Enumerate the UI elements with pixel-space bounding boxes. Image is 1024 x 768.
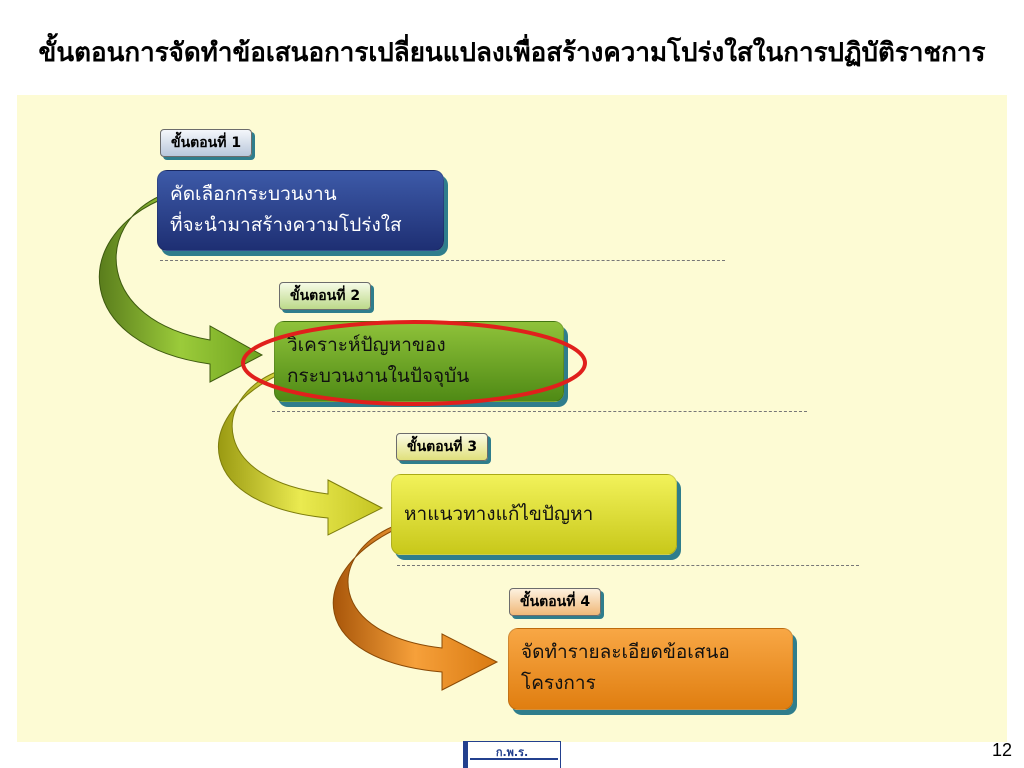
divider-3 (397, 565, 859, 566)
step-4-line-1: จัดทำรายละเอียดข้อเสนอ (521, 641, 730, 663)
logo-bar (464, 742, 468, 768)
arrow-step-3-to-4 (332, 525, 499, 691)
arrow-step-2-to-3 (218, 371, 384, 536)
step-1-line-1: คัดเลือกกระบวนงาน (170, 183, 337, 205)
divider-2 (272, 411, 807, 412)
step-3-label: ขั้นตอนที่ 3 (396, 433, 489, 461)
step-3-line-1: หาแนวทางแก้ไขปัญหา (404, 503, 594, 525)
logo-underline (470, 758, 558, 766)
divider-1 (160, 260, 725, 261)
step-2-line-1: วิเคราะห์ปัญหาของ (287, 334, 446, 356)
step-4-label: ขั้นตอนที่ 4 (509, 588, 602, 616)
step-1-line-2: ที่จะนำมาสร้างความโปร่งใส (170, 214, 402, 236)
arrow-step-1-to-2 (98, 195, 264, 383)
step-1-label: ขั้นตอนที่ 1 (160, 129, 253, 157)
step-2-label: ขั้นตอนที่ 2 (279, 282, 372, 310)
logo-text: ก.พ.ร. (495, 746, 529, 759)
agency-logo: ก.พ.ร. (463, 741, 561, 768)
step-3-box: หาแนวทางแก้ไขปัญหา (391, 474, 677, 555)
step-4-box: จัดทำรายละเอียดข้อเสนอ โครงการ (508, 628, 793, 710)
slide-title: ขั้นตอนการจัดทำข้อเสนอการเปลี่ยนแปลงเพื่… (38, 38, 986, 68)
step-2-box: วิเคราะห์ปัญหาของ กระบวนงานในปัจจุบัน (274, 321, 564, 402)
step-2-line-2: กระบวนงานในปัจจุบัน (287, 365, 470, 387)
step-1-box: คัดเลือกกระบวนงาน ที่จะนำมาสร้างความโปร่… (157, 170, 444, 251)
page-number: 12 (991, 740, 1012, 760)
step-4-line-2: โครงการ (521, 672, 596, 694)
